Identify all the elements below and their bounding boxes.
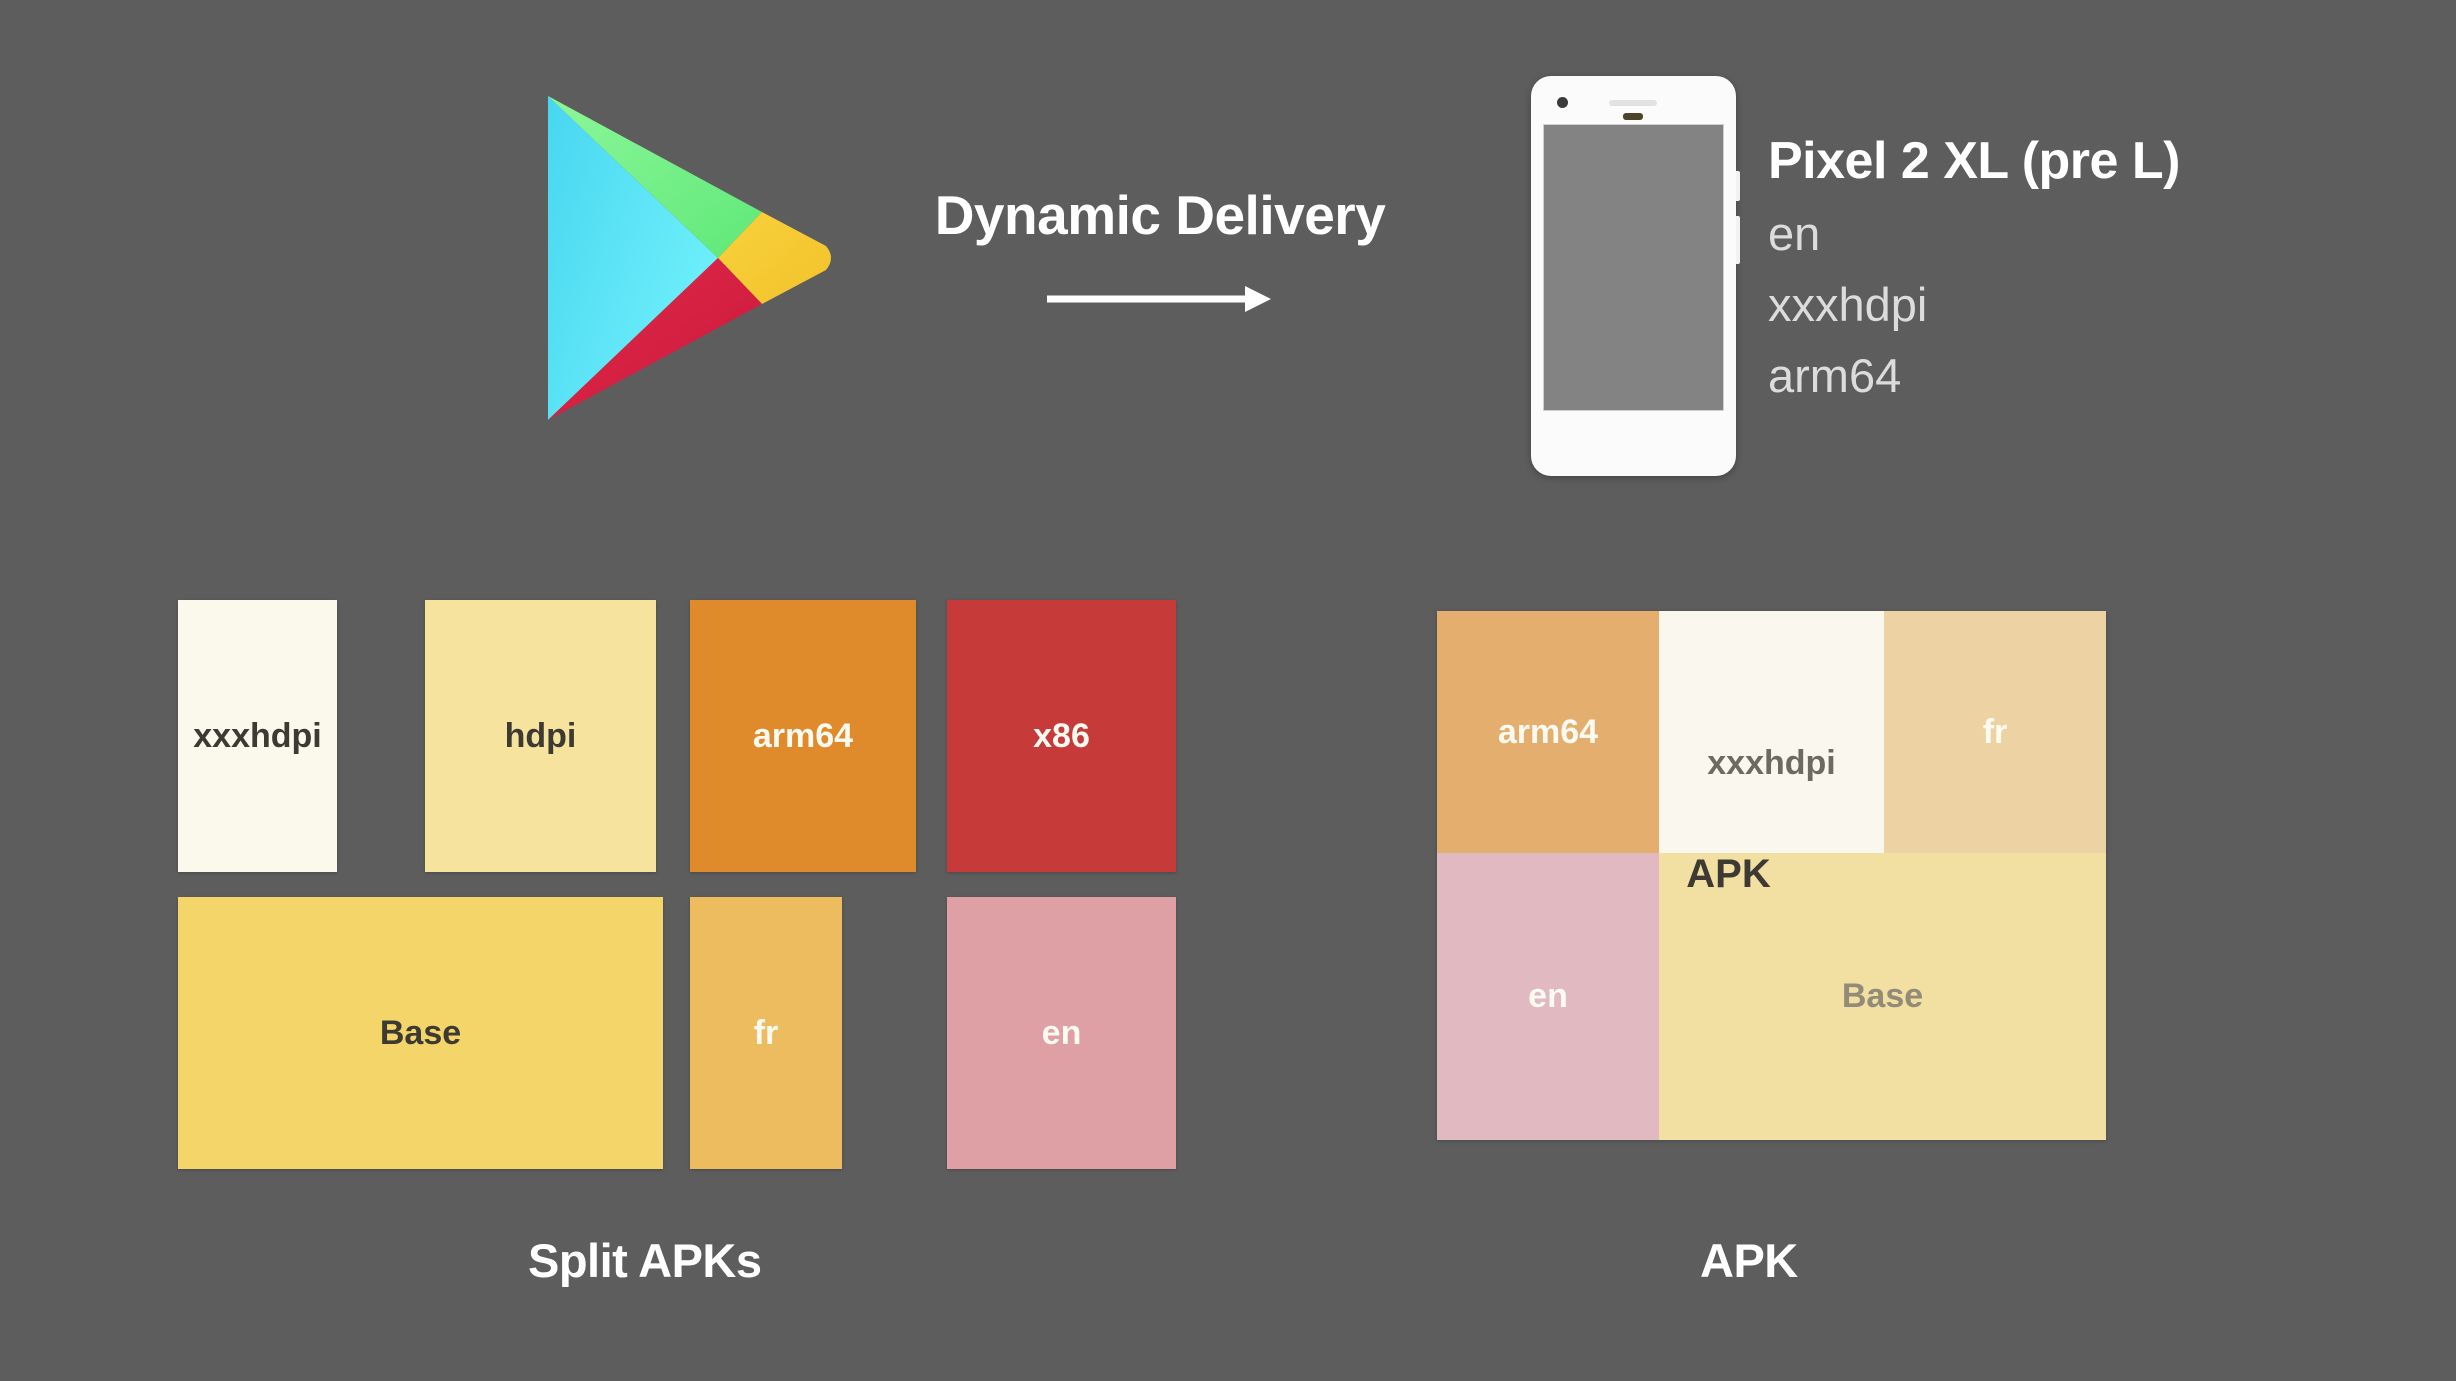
arrow-right-icon	[890, 284, 1430, 324]
phone-earpiece	[1623, 113, 1643, 120]
apk-segment-label: Base	[1841, 977, 1924, 1015]
phone-speaker-grille	[1609, 100, 1657, 106]
apk-segment-label: fr	[1982, 712, 2008, 751]
apk-caption: APK	[1700, 1234, 1798, 1287]
apk-segment-label: en	[1528, 977, 1568, 1015]
split-apk-label: xxxhdpi	[193, 716, 322, 755]
device-spec-density: xxxhdpi	[1768, 277, 1928, 331]
split-apk-block-arm64: arm64	[690, 600, 916, 872]
google-play-logo	[540, 88, 840, 428]
split-apk-block-xxxhdpi: xxxhdpi	[178, 600, 337, 872]
split-apk-block-hdpi: hdpi	[425, 600, 656, 872]
apk-segment-base: Base	[1659, 853, 2106, 1140]
split-apk-label: Base	[379, 1013, 462, 1052]
split-apk-label: x86	[1033, 716, 1090, 755]
apk-segment-label: xxxhdpi	[1707, 744, 1836, 782]
split-apk-label: fr	[753, 1013, 779, 1052]
apk-composite-group: arm64 xxxhdpi fr en Base APK	[1437, 611, 2106, 1140]
apk-segment-label: arm64	[1497, 712, 1599, 751]
split-apk-block-base: Base	[178, 897, 663, 1169]
phone-screen	[1543, 124, 1724, 411]
device-spec-abi: arm64	[1768, 348, 1902, 402]
split-apk-label: hdpi	[504, 716, 577, 755]
split-apk-block-fr: fr	[690, 897, 842, 1169]
apk-segment-en: en	[1437, 853, 1659, 1140]
pixel-phone-illustration	[1531, 76, 1740, 476]
device-spec-locale: en	[1768, 207, 1821, 260]
split-apk-block-en: en	[947, 897, 1176, 1169]
phone-volume-button	[1736, 216, 1740, 264]
phone-camera-icon	[1557, 97, 1568, 108]
split-apk-label: arm64	[752, 716, 854, 755]
split-apk-label: en	[1041, 1013, 1082, 1052]
dynamic-delivery-block: Dynamic Delivery	[890, 185, 1430, 324]
phone-power-button	[1736, 171, 1740, 201]
device-title: Pixel 2 XL (pre L)	[1768, 132, 2180, 190]
split-apk-block-x86: x86	[947, 600, 1176, 872]
split-apks-caption: Split APKs	[528, 1234, 762, 1287]
apk-segment-arm64: arm64	[1437, 611, 1659, 853]
device-info-block: Pixel 2 XL (pre L) en xxxhdpi arm64	[1768, 135, 2388, 400]
dynamic-delivery-label: Dynamic Delivery	[934, 184, 1386, 246]
apk-segment-fr: fr	[1884, 611, 2106, 853]
